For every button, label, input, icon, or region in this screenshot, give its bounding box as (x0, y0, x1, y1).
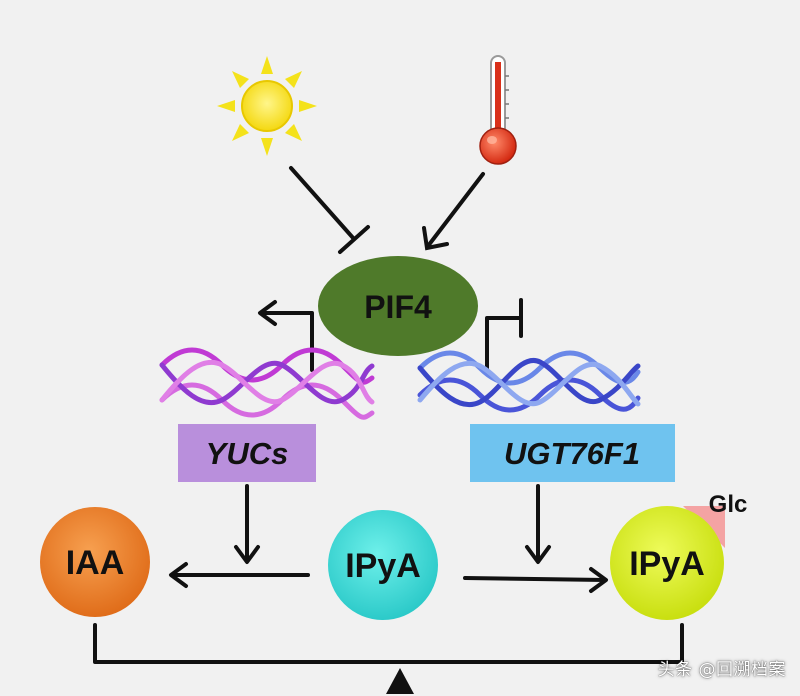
ipya-center-label: IPyA (345, 547, 421, 585)
ugt76f1-gene-box: UGT76F1 (470, 424, 675, 482)
sun-icon (217, 56, 317, 156)
yucs-label: YUCs (206, 436, 289, 471)
thermometer-icon (479, 55, 517, 165)
glc-label: Glc (709, 491, 748, 518)
ipya-glc-node: IPyA (610, 506, 724, 620)
ipya-to-iaa-arrow (169, 562, 310, 588)
ugt76f1-catalysis-arrow (525, 484, 551, 564)
watermark: 头条 @回溯档案 (657, 660, 786, 680)
dna-helix-right-icon (417, 350, 641, 413)
temperature-activates-pif4 (422, 172, 485, 251)
pif4-label: PIF4 (364, 289, 432, 325)
iaa-label: IAA (66, 544, 125, 582)
ugt76f1-label: UGT76F1 (504, 436, 640, 471)
ipya-glc-label: IPyA (629, 545, 705, 583)
ipya-to-ipya-glc-arrow (463, 567, 608, 593)
pif4-node: PIF4 (318, 256, 478, 356)
iaa-node: IAA (40, 507, 150, 617)
yucs-gene-box: YUCs (178, 424, 316, 482)
dna-helix-left-icon (159, 347, 375, 420)
ipya-center-node: IPyA (328, 510, 438, 620)
pif4-represses-ugt76f1 (485, 298, 523, 374)
yucs-catalysis-arrow (234, 484, 260, 564)
balance-fulcrum-icon (386, 668, 414, 694)
sun-inhibits-pif4 (289, 166, 370, 254)
balance-bracket (93, 623, 684, 664)
